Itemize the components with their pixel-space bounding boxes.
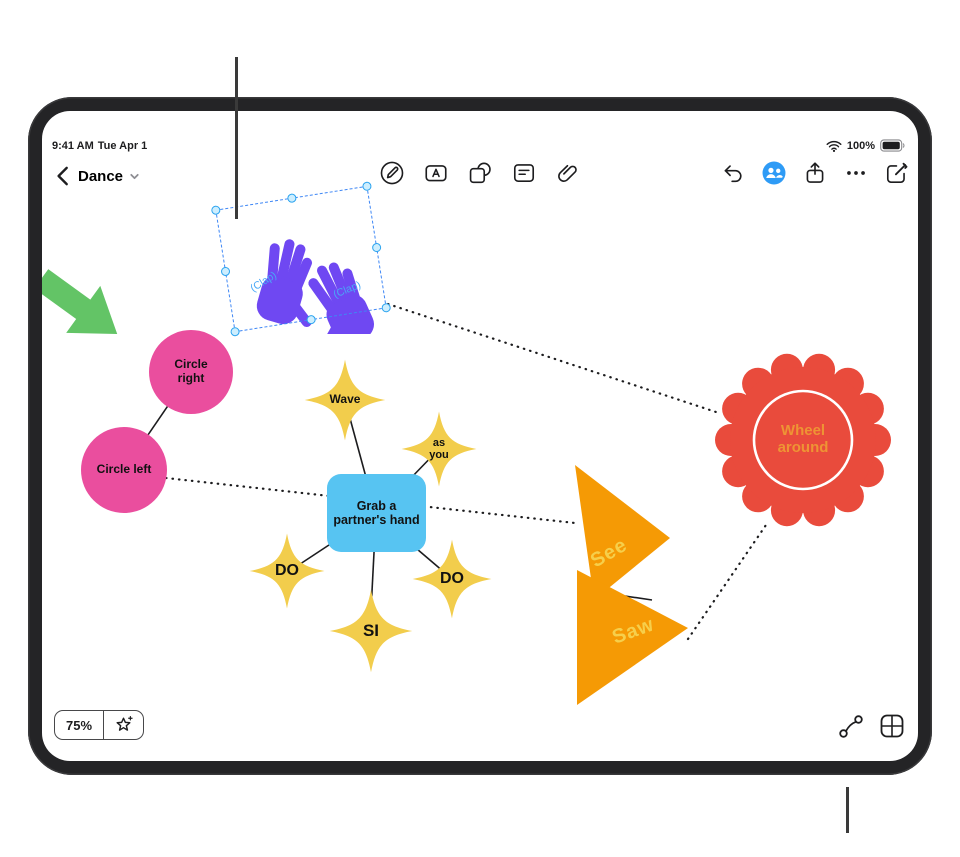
circle-right-label: Circle right (174, 357, 208, 385)
circle-left-shape[interactable]: Circle left (81, 427, 167, 513)
star-do-right-label: DO (440, 570, 464, 588)
status-indicators: 100% (826, 139, 906, 152)
shapes-button[interactable] (467, 160, 493, 186)
right-tools (720, 160, 910, 186)
wifi-icon (826, 140, 842, 152)
connector-icon (839, 715, 863, 738)
toolbar: Dance (42, 157, 918, 195)
markup-pen-icon (380, 161, 404, 185)
wheel-graphic (715, 353, 891, 527)
circle-right-shape[interactable]: Circle right (149, 330, 233, 414)
hands-graphic: (Clap) (Clap) (248, 239, 374, 334)
text-box-icon (425, 165, 447, 182)
collaborate-icon (762, 161, 786, 185)
more-button[interactable] (843, 160, 869, 186)
bottom-right-tools (837, 712, 906, 740)
center-tools (379, 160, 581, 186)
battery-icon (880, 139, 905, 152)
wheel-around-label: Wheel around (777, 422, 829, 456)
board-title-menu[interactable]: Dance (78, 161, 141, 191)
clap-hands-shape[interactable]: (Clap) (Clap) (227, 204, 395, 334)
grid-icon (880, 714, 904, 738)
battery-percent: 100% (846, 139, 875, 152)
star-graphic (329, 589, 413, 673)
star-si-shape[interactable]: SI (328, 588, 414, 674)
star-do-left-label: DO (275, 562, 299, 580)
right-hand (308, 262, 374, 334)
selection-handle[interactable] (210, 205, 221, 216)
favorites-button[interactable] (103, 711, 143, 739)
grid-view-button[interactable] (878, 712, 906, 740)
star-graphic (249, 533, 325, 609)
sticky-note-icon (513, 164, 535, 182)
zoom-level-button[interactable]: 75% (55, 711, 103, 739)
callout-line-bottom (846, 787, 849, 833)
grab-partner-label: Grab a partner's hand (333, 498, 420, 527)
arrow-shape[interactable] (42, 252, 138, 362)
board-title: Dance (78, 167, 124, 185)
undo-icon (724, 165, 742, 183)
undo-button[interactable] (720, 160, 746, 186)
dotted-connector-saw-wheel[interactable] (686, 523, 768, 641)
attachment-button[interactable] (555, 160, 581, 186)
selection-handle[interactable] (220, 265, 231, 277)
star-graphic (412, 539, 492, 619)
new-board-button[interactable] (884, 160, 910, 186)
left-hand (256, 239, 313, 327)
new-board-icon (886, 162, 908, 184)
triangle-graphic (577, 570, 688, 705)
back-button[interactable] (50, 161, 78, 191)
star-do-right-shape[interactable]: DO (411, 538, 493, 620)
text-box-button[interactable] (423, 160, 449, 186)
markup-pen-button[interactable] (379, 160, 405, 186)
star-do-left-shape[interactable]: DO (248, 532, 326, 610)
star-si-label: SI (362, 621, 380, 641)
grab-partner-shape[interactable]: Grab a partner's hand (327, 474, 426, 552)
status-date: Tue Apr 1 (97, 140, 148, 152)
favorites-star-icon (116, 715, 133, 731)
circle-left-label: Circle left (96, 462, 152, 477)
share-icon (806, 162, 824, 183)
sticky-note-button[interactable] (511, 160, 537, 186)
star-graphic (304, 359, 386, 441)
chevron-left-icon (57, 166, 68, 186)
triangle-see-shape[interactable]: See (570, 460, 678, 606)
star-wave-shape[interactable]: Wave (303, 358, 387, 442)
star-wave-label: Wave (329, 392, 361, 407)
attachment-icon (558, 164, 577, 182)
arrow-graphic (42, 269, 118, 335)
status-time: 9:41 AM (52, 140, 94, 152)
collaborate-button[interactable] (761, 160, 787, 186)
shapes-icon (469, 162, 491, 184)
callout-line-top (235, 57, 238, 219)
board-canvas[interactable]: Circle right Circle left Wave as you DO … (42, 111, 918, 761)
triangle-saw-shape[interactable]: Saw (572, 566, 695, 709)
triangle-graphic (575, 465, 670, 600)
dotted-connector-hands-wheel[interactable] (386, 302, 718, 414)
zoom-favorites-control: 75% (54, 710, 145, 740)
more-icon (847, 171, 865, 175)
chevron-down-icon (130, 173, 139, 179)
star-asyou-label: as you (429, 436, 449, 461)
star-graphic (401, 411, 477, 487)
star-asyou-shape[interactable]: as you (400, 410, 478, 488)
wheel-around-shape[interactable]: Wheel around (715, 352, 891, 528)
share-button[interactable] (802, 160, 828, 186)
selection-box (210, 181, 392, 337)
connector-tool-button[interactable] (837, 712, 865, 740)
